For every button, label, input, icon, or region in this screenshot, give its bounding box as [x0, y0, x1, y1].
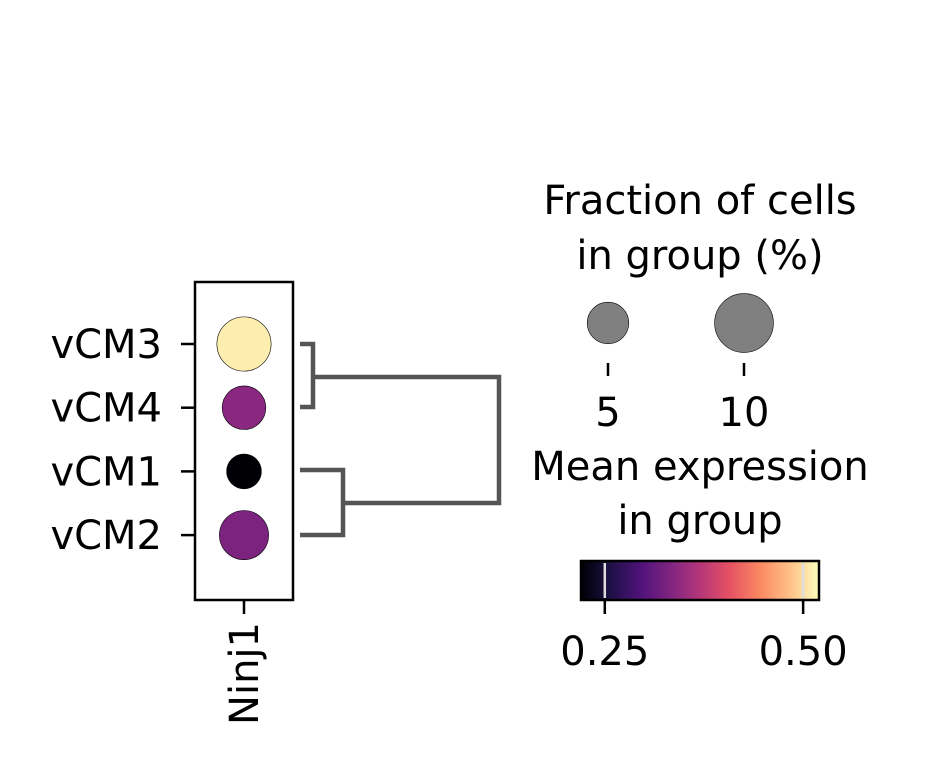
dot-vcm3: [216, 316, 272, 372]
group-label-vcm4: vCM4: [50, 386, 162, 432]
dendrogram: [300, 341, 502, 538]
size-legend-dot-5: [586, 301, 630, 345]
color-legend-title-line1: Mean expression: [531, 444, 868, 490]
size-legend-title-line1: Fraction of cells: [543, 178, 856, 224]
colorbar-tick-label: 0.50: [759, 629, 848, 675]
size-legend-label-5: 5: [595, 390, 620, 436]
dot-vcm1: [226, 453, 262, 490]
dot-vcm2: [219, 510, 269, 561]
size-legend-dot-10: [714, 293, 774, 353]
group-label-vcm3: vCM3: [50, 322, 162, 368]
dot-vcm4: [221, 385, 267, 430]
color-legend-title-line2: in group: [617, 498, 782, 544]
group-label-vcm2: vCM2: [50, 513, 162, 559]
size-legend-label-10: 10: [719, 390, 770, 436]
colorbar-tick-label: 0.25: [560, 629, 649, 675]
gene-label-ninj1: Ninj1: [222, 622, 268, 725]
size-legend-title-line2: in group (%): [576, 233, 823, 279]
colorbar: [579, 559, 821, 602]
group-label-vcm1: vCM1: [50, 449, 162, 495]
